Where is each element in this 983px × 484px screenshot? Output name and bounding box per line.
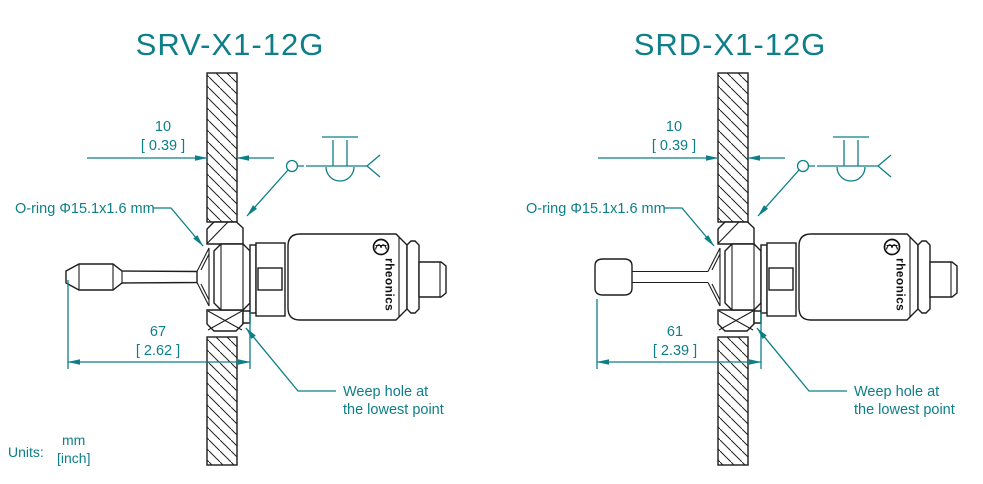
thickness-mm: 10 <box>155 119 171 135</box>
insertion-inch: [ 2.62 ] <box>136 343 180 359</box>
units-note: Units: mm [inch] <box>8 432 90 466</box>
insertion-mm: 67 <box>150 324 166 340</box>
drawing-title-srv: SRV-X1-12G <box>136 27 325 62</box>
insertion-mm: 61 <box>667 324 683 340</box>
probe-srd <box>594 258 708 296</box>
insertion-length-dimension-srv: 67 [ 2.62 ] <box>67 280 251 369</box>
wall-thickness-dimension-srd: 10 [ 0.39 ] <box>598 119 785 161</box>
oring-label: O-ring Φ15.1x1.6 mm <box>526 201 666 217</box>
weep-hole-label-line1: Weep hole at <box>854 384 939 400</box>
wall-thickness-dimension-srv: 10 [ 0.39 ] <box>87 119 274 161</box>
weep-hole-label-line2: the lowest point <box>854 402 955 418</box>
units-label: Units: <box>8 444 44 460</box>
probe-srv <box>65 263 198 291</box>
insertion-inch: [ 2.39 ] <box>653 343 697 359</box>
drawing-srv: SRV-X1-12G 10 [ 0.39 ] 67 [ 2.62 ] O-rin… <box>15 27 446 465</box>
thickness-inch: [ 0.39 ] <box>652 138 696 154</box>
weep-hole-label-line1: Weep hole at <box>343 384 428 400</box>
units-mm: mm <box>62 432 85 448</box>
insertion-length-dimension-srd: 61 [ 2.39 ] <box>596 299 762 369</box>
thickness-inch: [ 0.39 ] <box>141 138 185 154</box>
weep-hole-label-line2: the lowest point <box>343 402 444 418</box>
oring-label: O-ring Φ15.1x1.6 mm <box>15 201 155 217</box>
thickness-mm: 10 <box>666 119 682 135</box>
drawing-srd: SRD-X1-12G 10 [ 0.39 ] 61 [ 2.39 ] O-rin… <box>526 27 957 465</box>
units-inch: [inch] <box>57 450 90 466</box>
drawing-title-srd: SRD-X1-12G <box>634 27 827 62</box>
